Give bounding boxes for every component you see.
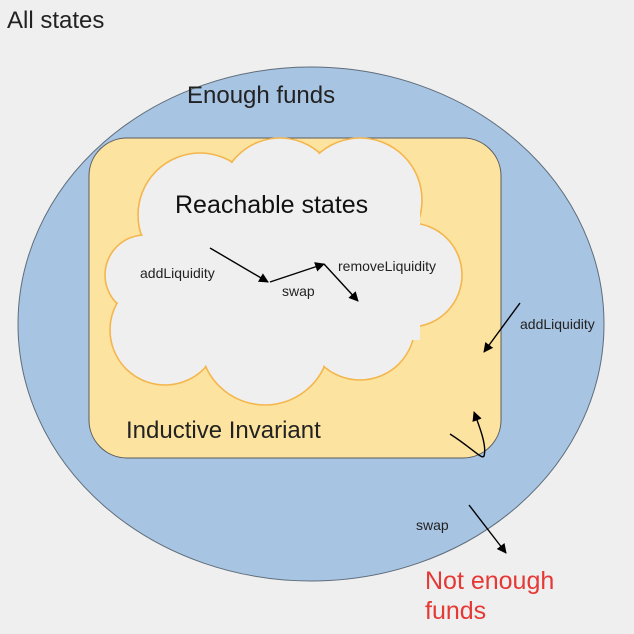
swap-outer-label: swap [416, 517, 449, 533]
add-liquidity-inner-label: addLiquidity [140, 265, 215, 281]
swap-inner-label: swap [282, 283, 315, 299]
arrow-swap-outer [468, 504, 507, 554]
reachable-states-label: Reachable states [175, 191, 368, 219]
reachable-states-cloud [104, 137, 463, 406]
add-liquidity-outer-label: addLiquidity [520, 316, 595, 332]
arrow-add-liquidity-outer [483, 302, 521, 353]
inductive-invariant-label: Inductive Invariant [126, 417, 321, 444]
remove-liquidity-inner-label: removeLiquidity [338, 258, 436, 274]
arrow-add-liquidity-inner [209, 247, 269, 283]
not-enough-funds-label-line2: funds [425, 597, 486, 625]
not-enough-funds-label-line1: Not enough [425, 567, 554, 595]
title: All states [7, 7, 104, 34]
arrow-remove-liquidity-inner [323, 263, 359, 302]
arrow-swap-inner [269, 262, 325, 283]
enough-funds-label: Enough funds [187, 82, 335, 109]
arrow-bounce-back [449, 411, 486, 458]
